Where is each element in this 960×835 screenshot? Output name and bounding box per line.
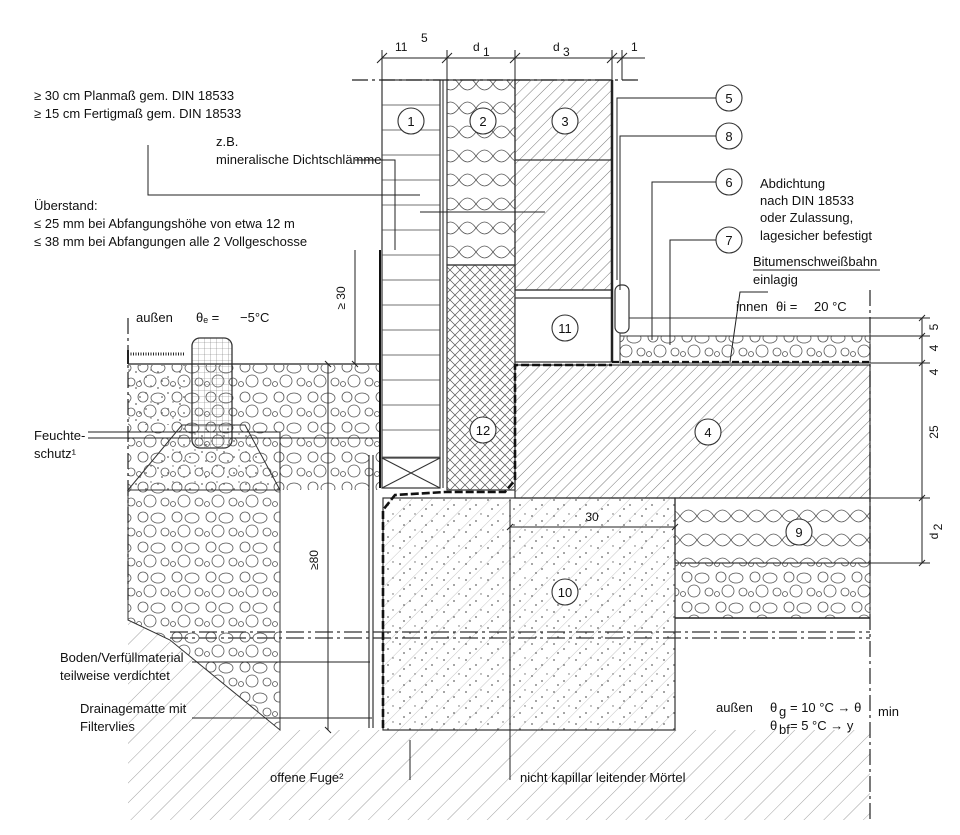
center-lines: [127, 79, 871, 820]
dim-30: 30: [585, 510, 599, 524]
note-slurry: mineralische Dichtschlämme: [216, 152, 381, 167]
note-soil-1: Boden/Verfüllmaterial: [60, 650, 184, 665]
dim-5-right: 5: [927, 323, 941, 330]
dim-ge30-line: [351, 250, 359, 368]
dim-4-b: 4: [927, 368, 941, 375]
masonry-facade: [381, 79, 441, 489]
callout-4: 4: [704, 425, 711, 440]
core-insulation: [446, 79, 516, 491]
note-mortar: nicht kapillar leitender Mörtel: [520, 770, 686, 785]
dim-d3-sub: 3: [563, 45, 570, 59]
label-theta-g-sub: g: [779, 704, 786, 719]
note-soil-2: teilweise verdichtet: [60, 668, 170, 683]
right-dimension-chain: [870, 314, 930, 567]
note-moisture-2: schutz¹: [34, 446, 77, 461]
note-zb: z.B.: [216, 134, 238, 149]
label-theta-min-sub: min: [878, 704, 899, 719]
label-theta-bf-value: = 5 °C → y: [790, 718, 854, 733]
leader-lines: [88, 97, 880, 780]
dim-11: 11: [395, 40, 408, 54]
callout-11: 11: [558, 321, 572, 336]
sealing-lines: [368, 80, 612, 728]
dim-d1: d: [473, 40, 480, 54]
dim-d1-sub: 1: [483, 45, 490, 59]
callout-9: 9: [795, 525, 802, 540]
callout-7: 7: [725, 233, 732, 248]
dim-1: 1: [631, 40, 638, 54]
dim-25: 25: [927, 425, 941, 439]
label-theta-bf-sub: bf: [779, 722, 790, 737]
dim-ge80: ≥80: [307, 550, 321, 570]
label-outside: außen: [136, 310, 173, 325]
label-theta-e: θₑ =: [196, 310, 219, 325]
top-dimension-chain: [376, 50, 645, 80]
callout-5: 5: [725, 91, 732, 106]
dim-5: 5: [421, 31, 428, 45]
note-overhang-1: ≤ 25 mm bei Abfangungshöhe von etwa 12 m: [34, 216, 295, 231]
callout-3: 3: [561, 114, 568, 129]
callout-10: 10: [558, 585, 572, 600]
callout-12: 12: [476, 423, 490, 438]
note-drain-1: Drainagematte mit: [80, 701, 187, 716]
dim-ge80-line: [324, 360, 332, 734]
callout-6: 6: [725, 175, 732, 190]
dim-4-a: 4: [927, 344, 941, 351]
callout-8: 8: [725, 129, 732, 144]
note-plan-1: ≥ 30 cm Planmaß gem. DIN 18533: [34, 88, 234, 103]
note-overhang-title: Überstand:: [34, 198, 98, 213]
label-theta-i-value: 20 °C: [814, 299, 847, 314]
note-overhang-2: ≤ 38 mm bei Abfangungen alle 2 Vollgesch…: [34, 234, 307, 249]
note-seal-4: lagesicher befestigt: [760, 228, 872, 243]
note-open-joint: offene Fuge²: [270, 770, 344, 785]
label-theta-bf: θ: [770, 718, 777, 733]
callout-1: 1: [407, 114, 414, 129]
note-seal-3: oder Zulassung,: [760, 210, 853, 225]
callout-2: 2: [479, 114, 486, 129]
note-moisture-1: Feuchte-: [34, 428, 85, 443]
note-bitumen-2: einlagig: [753, 272, 798, 287]
callout-markers: [397, 84, 813, 606]
foundation: [170, 497, 871, 731]
label-theta-e-value: −5°C: [240, 310, 269, 325]
note-seal-1: Abdichtung: [760, 176, 825, 191]
label-ground-outside: außen: [716, 700, 753, 715]
label-theta-g: θ: [770, 700, 777, 715]
dim-d2-sub: 2: [931, 523, 945, 530]
label-theta-g-value: = 10 °C → θ: [790, 700, 861, 715]
note-seal-2: nach DIN 18533: [760, 193, 854, 208]
note-plan-2: ≥ 15 cm Fertigmaß gem. DIN 18533: [34, 106, 241, 121]
label-theta-i: θi =: [776, 299, 797, 314]
callout-numbers: 1 2 3 5 8 6 7 11 12 4 9 10: [407, 91, 802, 600]
dim-ge30: ≥ 30: [334, 286, 348, 310]
soil-body: [126, 337, 870, 820]
label-inside: innen: [736, 299, 768, 314]
dim-d2: d: [927, 533, 941, 540]
dim-d3: d: [553, 40, 560, 54]
dim-30-line: [506, 520, 679, 534]
note-drain-2: Filtervlies: [80, 719, 135, 734]
note-bitumen-1: Bitumenschweißbahn: [753, 254, 877, 269]
